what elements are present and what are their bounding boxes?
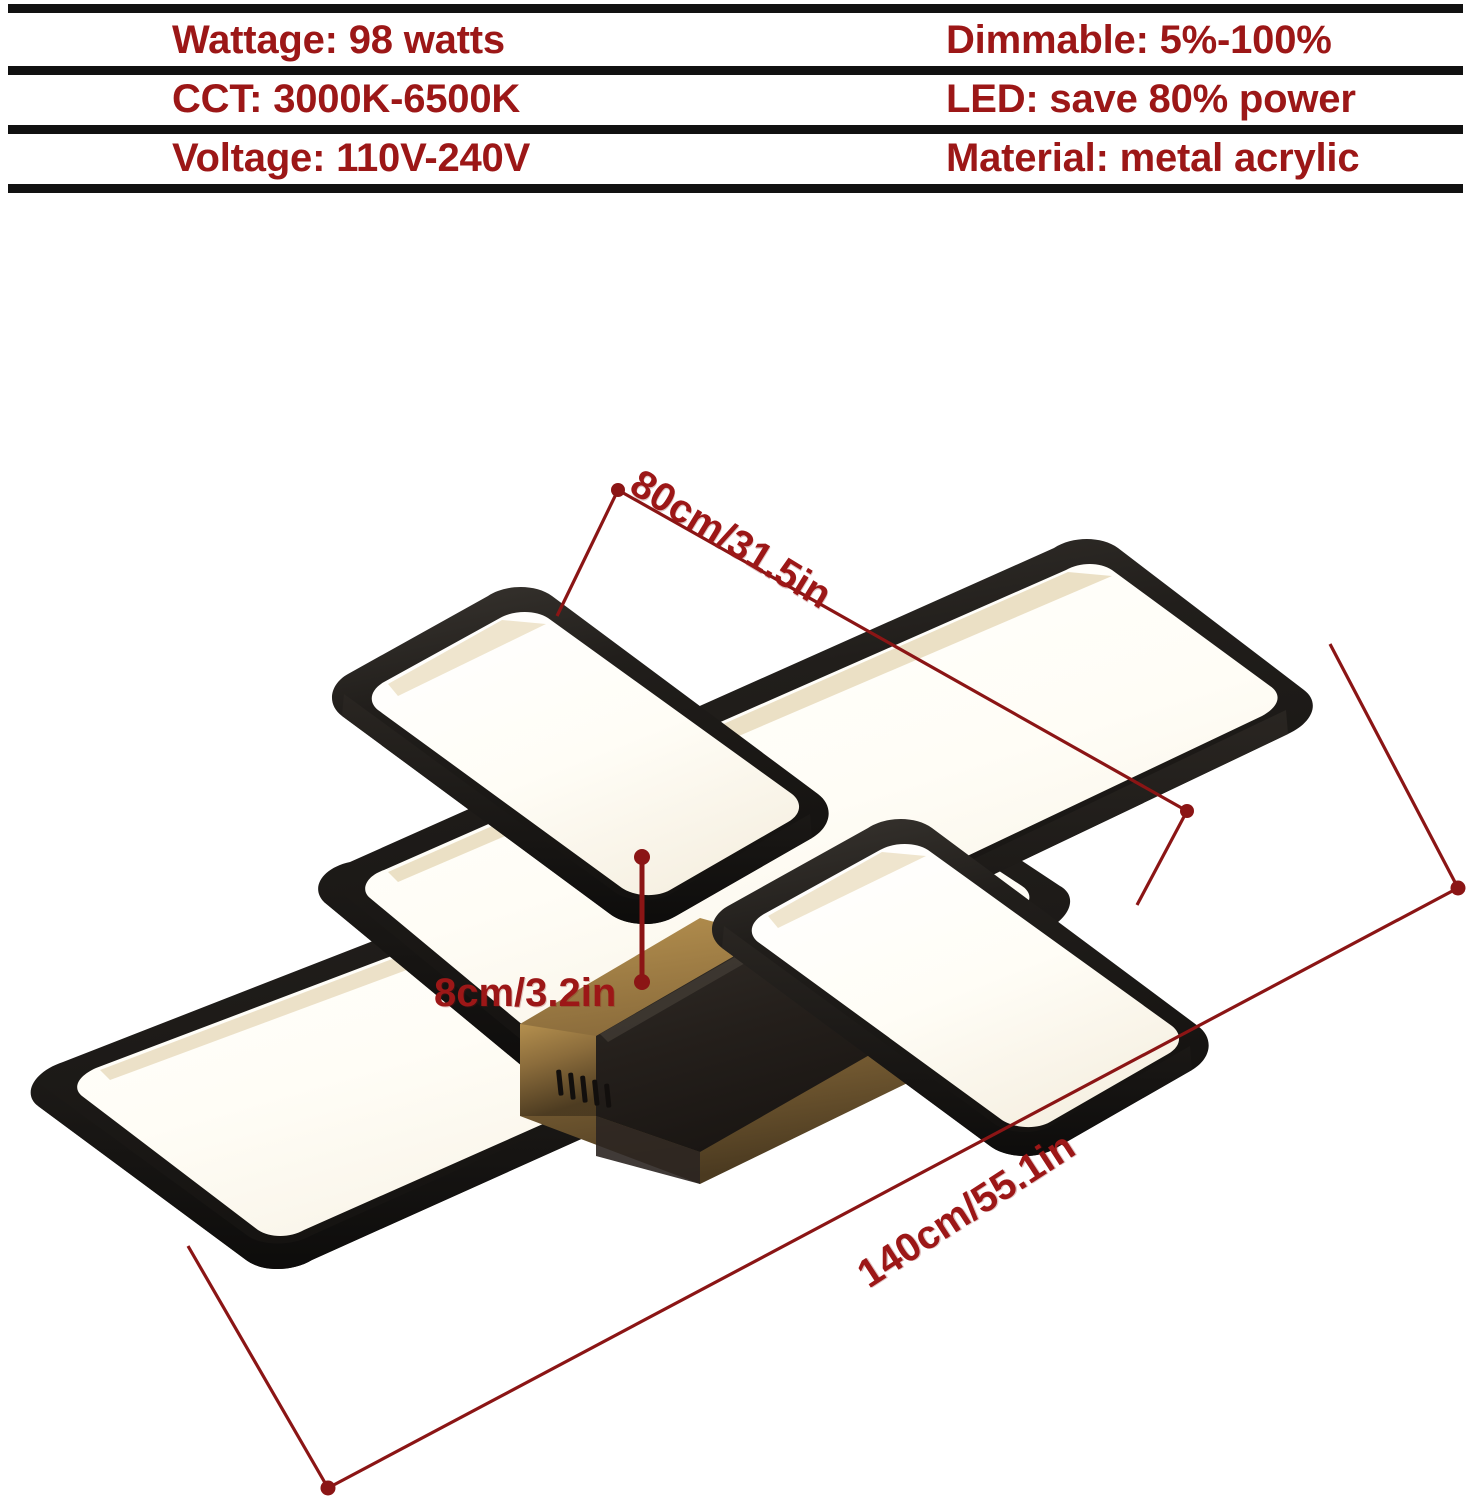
ring-a-panel [371,612,800,896]
dimension-80cm [555,483,1194,906]
spec-cct: CCT: 3000K-6500K [172,77,521,121]
dimension-annotations [186,483,1466,1496]
spec-row-voltage: Voltage: 110V-240V Material: metal acryl… [0,131,1471,189]
dimension-label-height: 8cm/3.2in [434,971,617,1015]
specification-table: Wattage: 98 watts Dimmable: 5%-100% CCT:… [0,0,1471,196]
table-rule-1 [8,66,1463,75]
lamp-ring-upper-left [331,587,829,925]
dim-140-vertex-right [1450,880,1466,896]
dimension-8cm [634,849,650,990]
dim-8-dot-top [634,849,650,865]
spec-dimmable: Dimmable: 5%-100% [946,18,1332,62]
ring-a-glow [388,620,546,696]
spec-material: Material: metal acrylic [946,136,1360,180]
ring-b-edge [722,926,1192,1157]
table-rule-top [8,4,1463,13]
spec-row-wattage: Wattage: 98 watts Dimmable: 5%-100% [0,13,1471,71]
ventilation-slots [556,1069,612,1108]
ring-b-glow [768,852,926,928]
dim-80-vertex-end [1180,804,1194,818]
table-rule-bottom [8,184,1463,193]
dim-8-dot-bottom [634,974,650,990]
lamp-ring-lower-right [711,819,1209,1157]
dimension-140cm [186,643,1466,1496]
fixture-illustration [30,483,1466,1496]
dim-140-vertex-bottom [320,1480,336,1496]
housing-front-face [596,1116,700,1184]
spec-row-cct: CCT: 3000K-6500K LED: save 80% power [0,72,1471,130]
dim-80-vertex-start [611,483,625,497]
spec-led: LED: save 80% power [946,77,1356,121]
ring-a-edge [342,694,812,925]
table-rule-2 [8,125,1463,134]
spec-wattage: Wattage: 98 watts [172,18,505,62]
spec-voltage: Voltage: 110V-240V [172,136,531,180]
ring-b-panel [751,844,1180,1128]
product-dimension-diagram: 80cm/31.5in 8cm/3.2in 140cm/55.1in [0,196,1471,1500]
